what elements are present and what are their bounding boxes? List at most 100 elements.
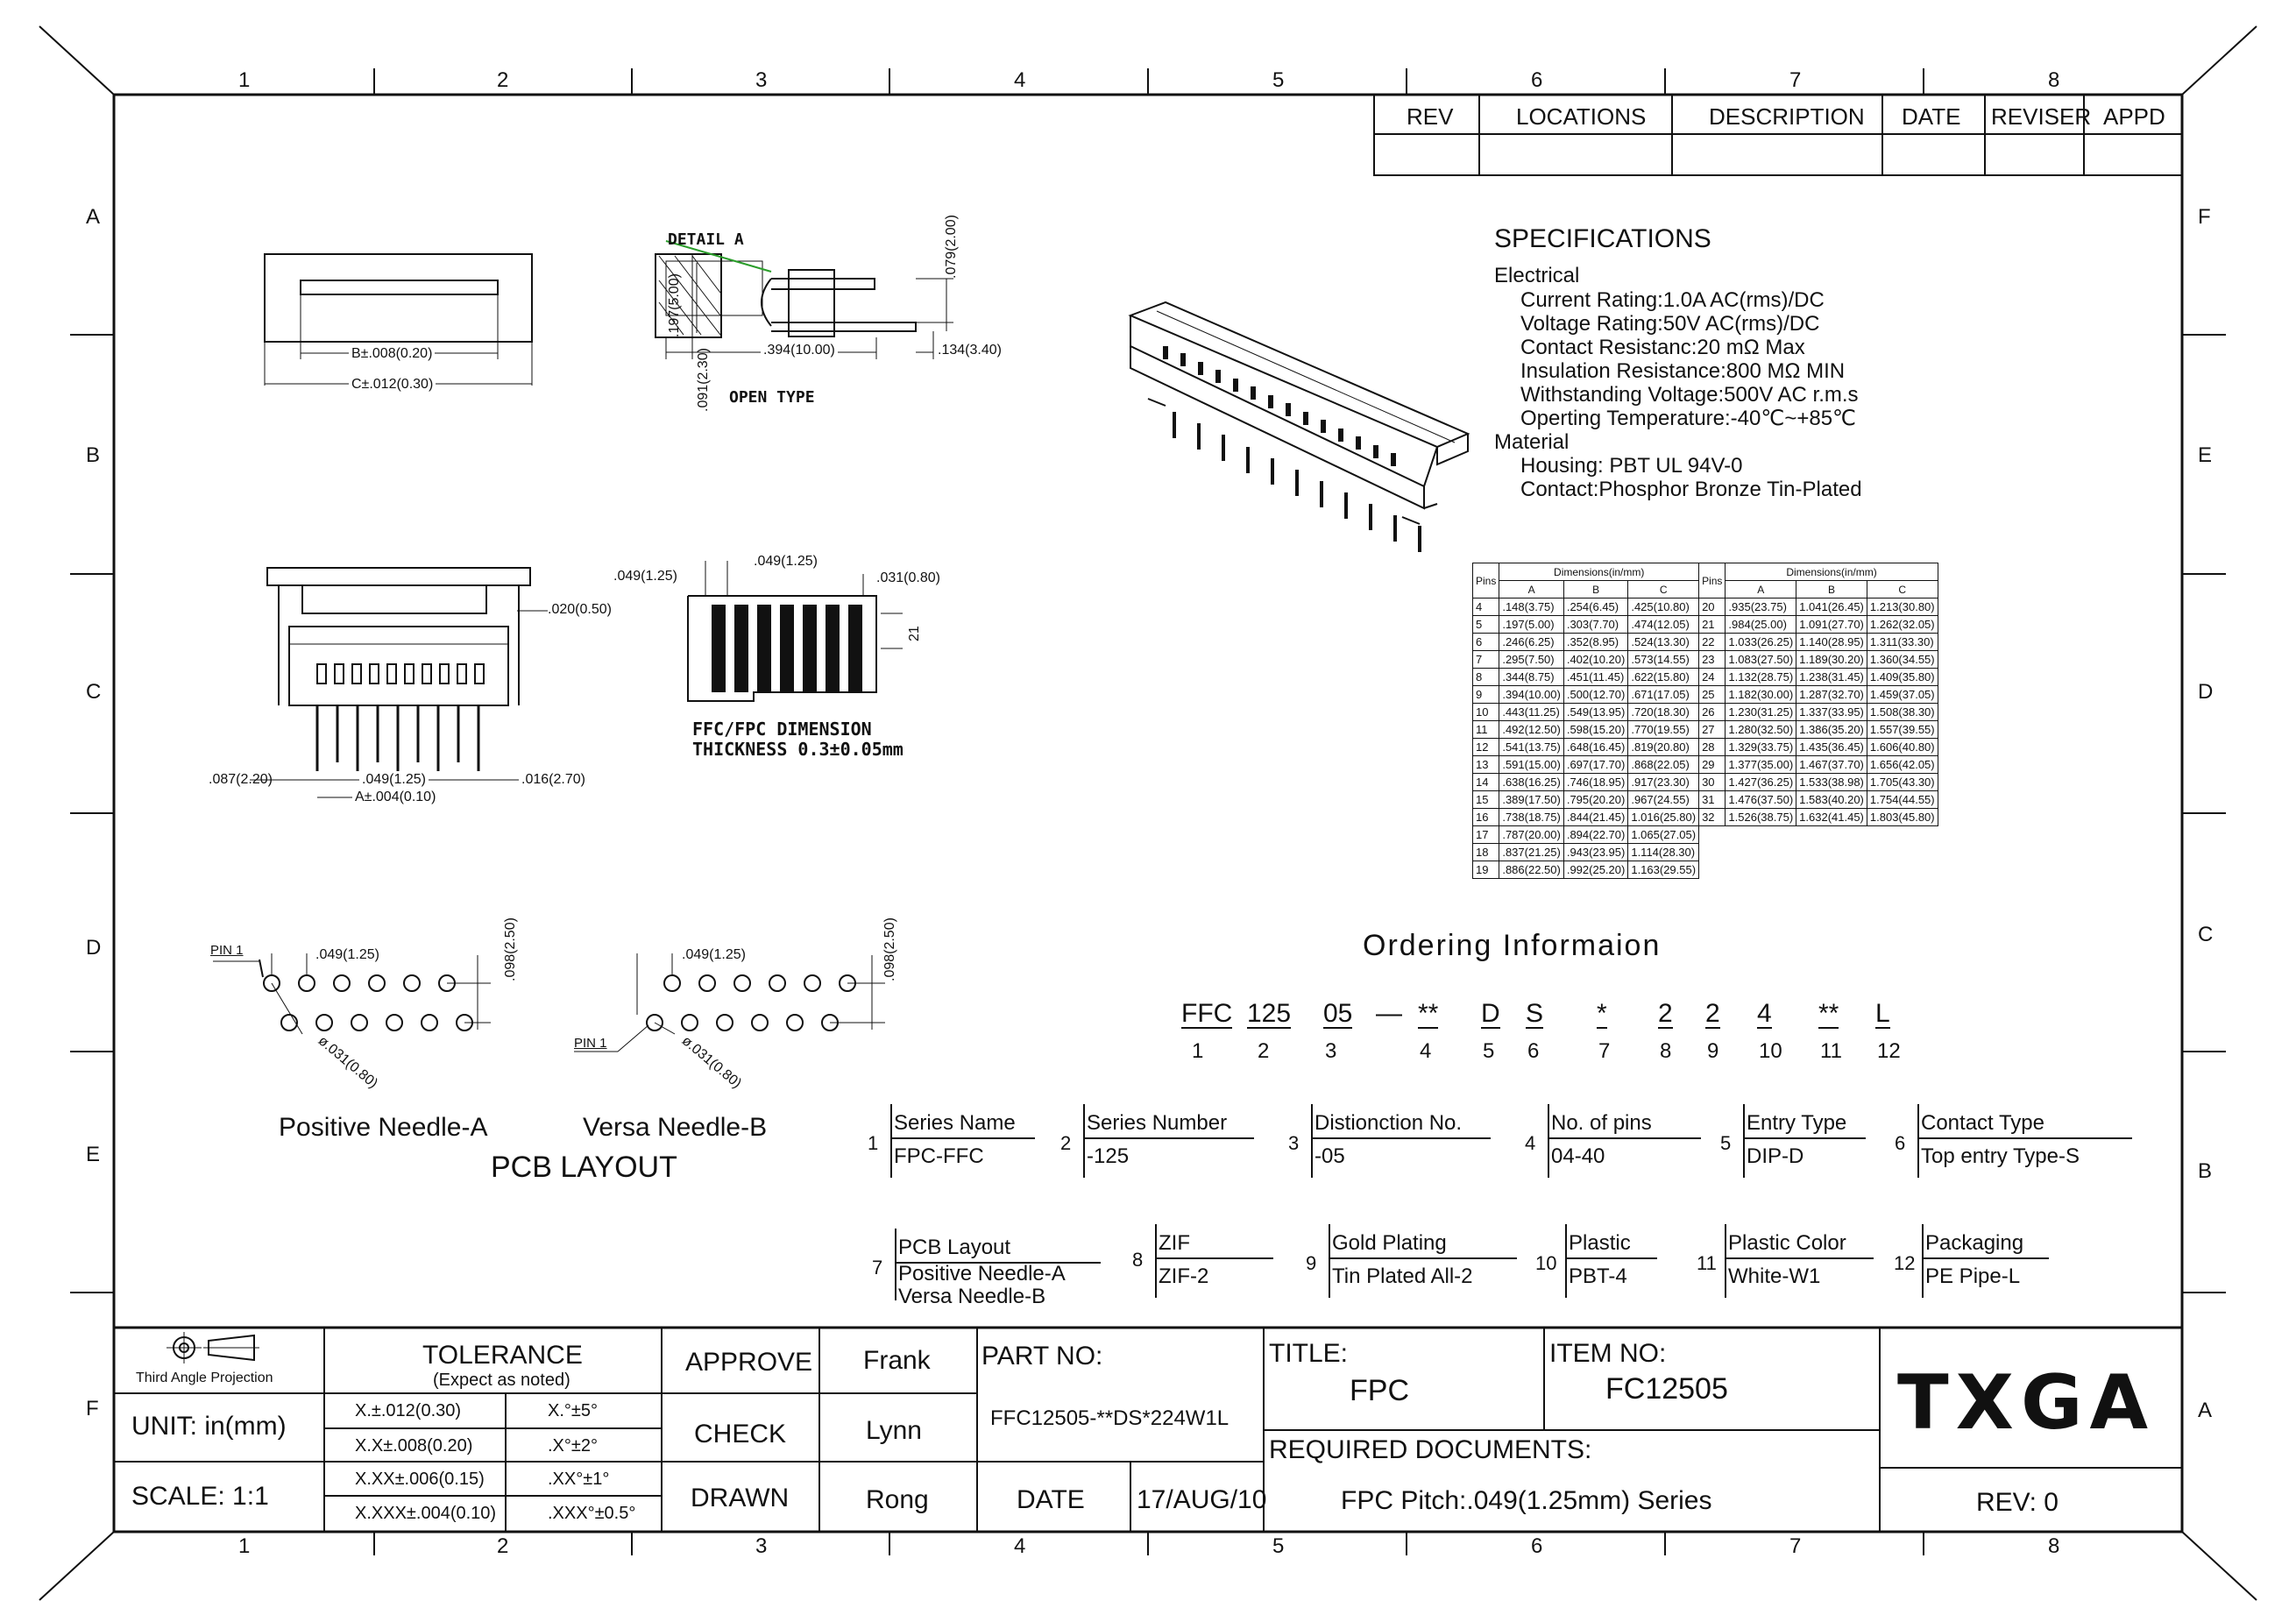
table-cell: .787(20.00) <box>1499 825 1564 844</box>
table-cell <box>1796 826 1867 844</box>
table-cell: .917(23.30) <box>1627 773 1700 791</box>
check-name: Lynn <box>866 1416 922 1445</box>
table-cell: .474(12.05) <box>1627 615 1700 634</box>
required-documents-label: REQUIRED DOCUMENTS: <box>1269 1435 1592 1464</box>
table-cell: .738(18.75) <box>1499 808 1564 826</box>
dim-091: .091(2.30) <box>696 348 711 412</box>
code-part: * <box>1597 999 1607 1029</box>
table-cell: .638(16.25) <box>1499 773 1564 791</box>
table-cell <box>1867 861 1938 879</box>
tol-angular-1: X.°±5° <box>548 1401 598 1420</box>
table-cell: 24 <box>1698 668 1726 686</box>
table-cell: .500(12.70) <box>1563 685 1629 704</box>
col-b-right: B <box>1796 580 1867 599</box>
table-cell: 22 <box>1698 633 1726 651</box>
table-cell: 4 <box>1471 598 1500 616</box>
spec-housing: Housing: PBT UL 94V-0 <box>1520 454 1743 478</box>
zone-bottom-2: 2 <box>497 1534 509 1558</box>
table-cell <box>1796 861 1867 879</box>
part-no-label: PART NO: <box>981 1342 1103 1371</box>
code-number: 8 <box>1660 1039 1672 1063</box>
table-cell: 1.583(40.20) <box>1796 790 1867 809</box>
pcb-layout-title: PCB LAYOUT <box>491 1151 677 1184</box>
description-header: DESCRIPTION <box>1709 103 1865 130</box>
code-part: ** <box>1418 999 1439 1029</box>
zone-right-d: D <box>2198 680 2214 704</box>
tol-angular-4: .XXX°±0.5° <box>548 1504 636 1523</box>
table-cell: .303(7.70) <box>1563 615 1629 634</box>
dim-079: .079(2.00) <box>944 215 959 279</box>
table-cell: 1.435(36.45) <box>1796 738 1867 756</box>
table-cell: .246(6.25) <box>1499 633 1564 651</box>
table-cell: 6 <box>1471 633 1500 651</box>
table-cell: .868(22.05) <box>1627 755 1700 774</box>
table-cell <box>1699 861 1726 879</box>
table-cell: 1.377(35.00) <box>1725 755 1797 774</box>
code-part: L <box>1875 999 1890 1029</box>
table-cell: .352(8.95) <box>1563 633 1629 651</box>
table-row: 4.148(3.75).254(6.45).425(10.80)20.935(2… <box>1471 598 1938 616</box>
table-cell: 28 <box>1698 738 1726 756</box>
zone-left-c: C <box>86 680 102 704</box>
item-no-label: ITEM NO: <box>1549 1339 1667 1368</box>
table-cell: 7 <box>1471 650 1500 669</box>
table-cell: .443(11.25) <box>1499 703 1564 721</box>
table-cell: 5 <box>1471 615 1500 634</box>
company-logo: TXGA <box>1897 1359 2156 1447</box>
table-row: 19.886(22.50).992(25.20)1.163(29.55) <box>1471 861 1938 879</box>
code-number: 6 <box>1527 1039 1540 1063</box>
table-cell: 9 <box>1471 685 1500 704</box>
zone-right-a: A <box>2198 1399 2213 1422</box>
code-part: ** <box>1818 999 1839 1029</box>
positive-needle-label: Positive Needle-A <box>279 1113 488 1142</box>
zone-bottom-4: 4 <box>1014 1534 1026 1558</box>
table-cell: 8 <box>1471 668 1500 686</box>
date-value: 17/AUG/10 <box>1137 1485 1267 1514</box>
table-cell: 1.287(32.70) <box>1796 685 1867 704</box>
col-a-right: A <box>1725 580 1797 599</box>
title-label: TITLE: <box>1269 1339 1349 1368</box>
zone-right-c: C <box>2198 923 2214 946</box>
table-cell: 1.386(35.20) <box>1796 720 1867 739</box>
table-cell: .402(10.20) <box>1563 650 1629 669</box>
zone-bottom-5: 5 <box>1272 1534 1285 1558</box>
table-cell <box>1726 844 1796 861</box>
ffc-thickness: THICKNESS 0.3±0.05mm <box>692 739 904 760</box>
zone-bottom-8: 8 <box>2048 1534 2060 1558</box>
code-number: 1 <box>1192 1039 1204 1063</box>
table-cell: 1.065(27.05) <box>1627 825 1700 844</box>
appd-header: APPD <box>2103 103 2165 130</box>
approve-label: APPROVE <box>685 1348 813 1377</box>
spec-voltage: Voltage Rating:50V AC(rms)/DC <box>1520 312 1820 336</box>
dimensions-header-right: Dimensions(in/mm) <box>1725 563 1938 581</box>
table-cell: .389(17.50) <box>1499 790 1564 809</box>
table-cell: .992(25.20) <box>1563 861 1629 879</box>
locations-header: LOCATIONS <box>1516 103 1647 130</box>
table-cell: 12 <box>1471 738 1500 756</box>
table-cell: .622(15.80) <box>1627 668 1700 686</box>
table-cell: 14 <box>1471 773 1500 791</box>
table-cell: 30 <box>1698 773 1726 791</box>
zone-top-5: 5 <box>1272 68 1285 92</box>
series-value: FPC Pitch:.049(1.25mm) Series <box>1341 1486 1712 1515</box>
table-cell: 1.140(28.95) <box>1796 633 1867 651</box>
zone-bottom-1: 1 <box>238 1534 251 1558</box>
tol-angular-3: .XX°±1° <box>548 1470 610 1489</box>
drawn-name: Rong <box>866 1485 929 1514</box>
table-cell: .671(17.05) <box>1627 685 1700 704</box>
table-cell: .935(23.75) <box>1725 598 1797 616</box>
dim-394: .394(10.00) <box>761 344 838 358</box>
zone-left-d: D <box>86 936 102 960</box>
table-cell: .697(17.70) <box>1563 755 1629 774</box>
table-cell: 18 <box>1471 843 1500 861</box>
title-value: FPC <box>1350 1374 1409 1407</box>
table-row: 5.197(5.00).303(7.70).474(12.05)21.984(2… <box>1471 615 1938 634</box>
dim-016: .016(2.70) <box>521 772 585 787</box>
zone-right-f: F <box>2198 205 2211 229</box>
table-cell: .549(13.95) <box>1563 703 1629 721</box>
table-cell: 10 <box>1471 703 1500 721</box>
table-cell: 1.360(34.55) <box>1866 650 1938 669</box>
table-cell: 1.280(32.50) <box>1725 720 1797 739</box>
